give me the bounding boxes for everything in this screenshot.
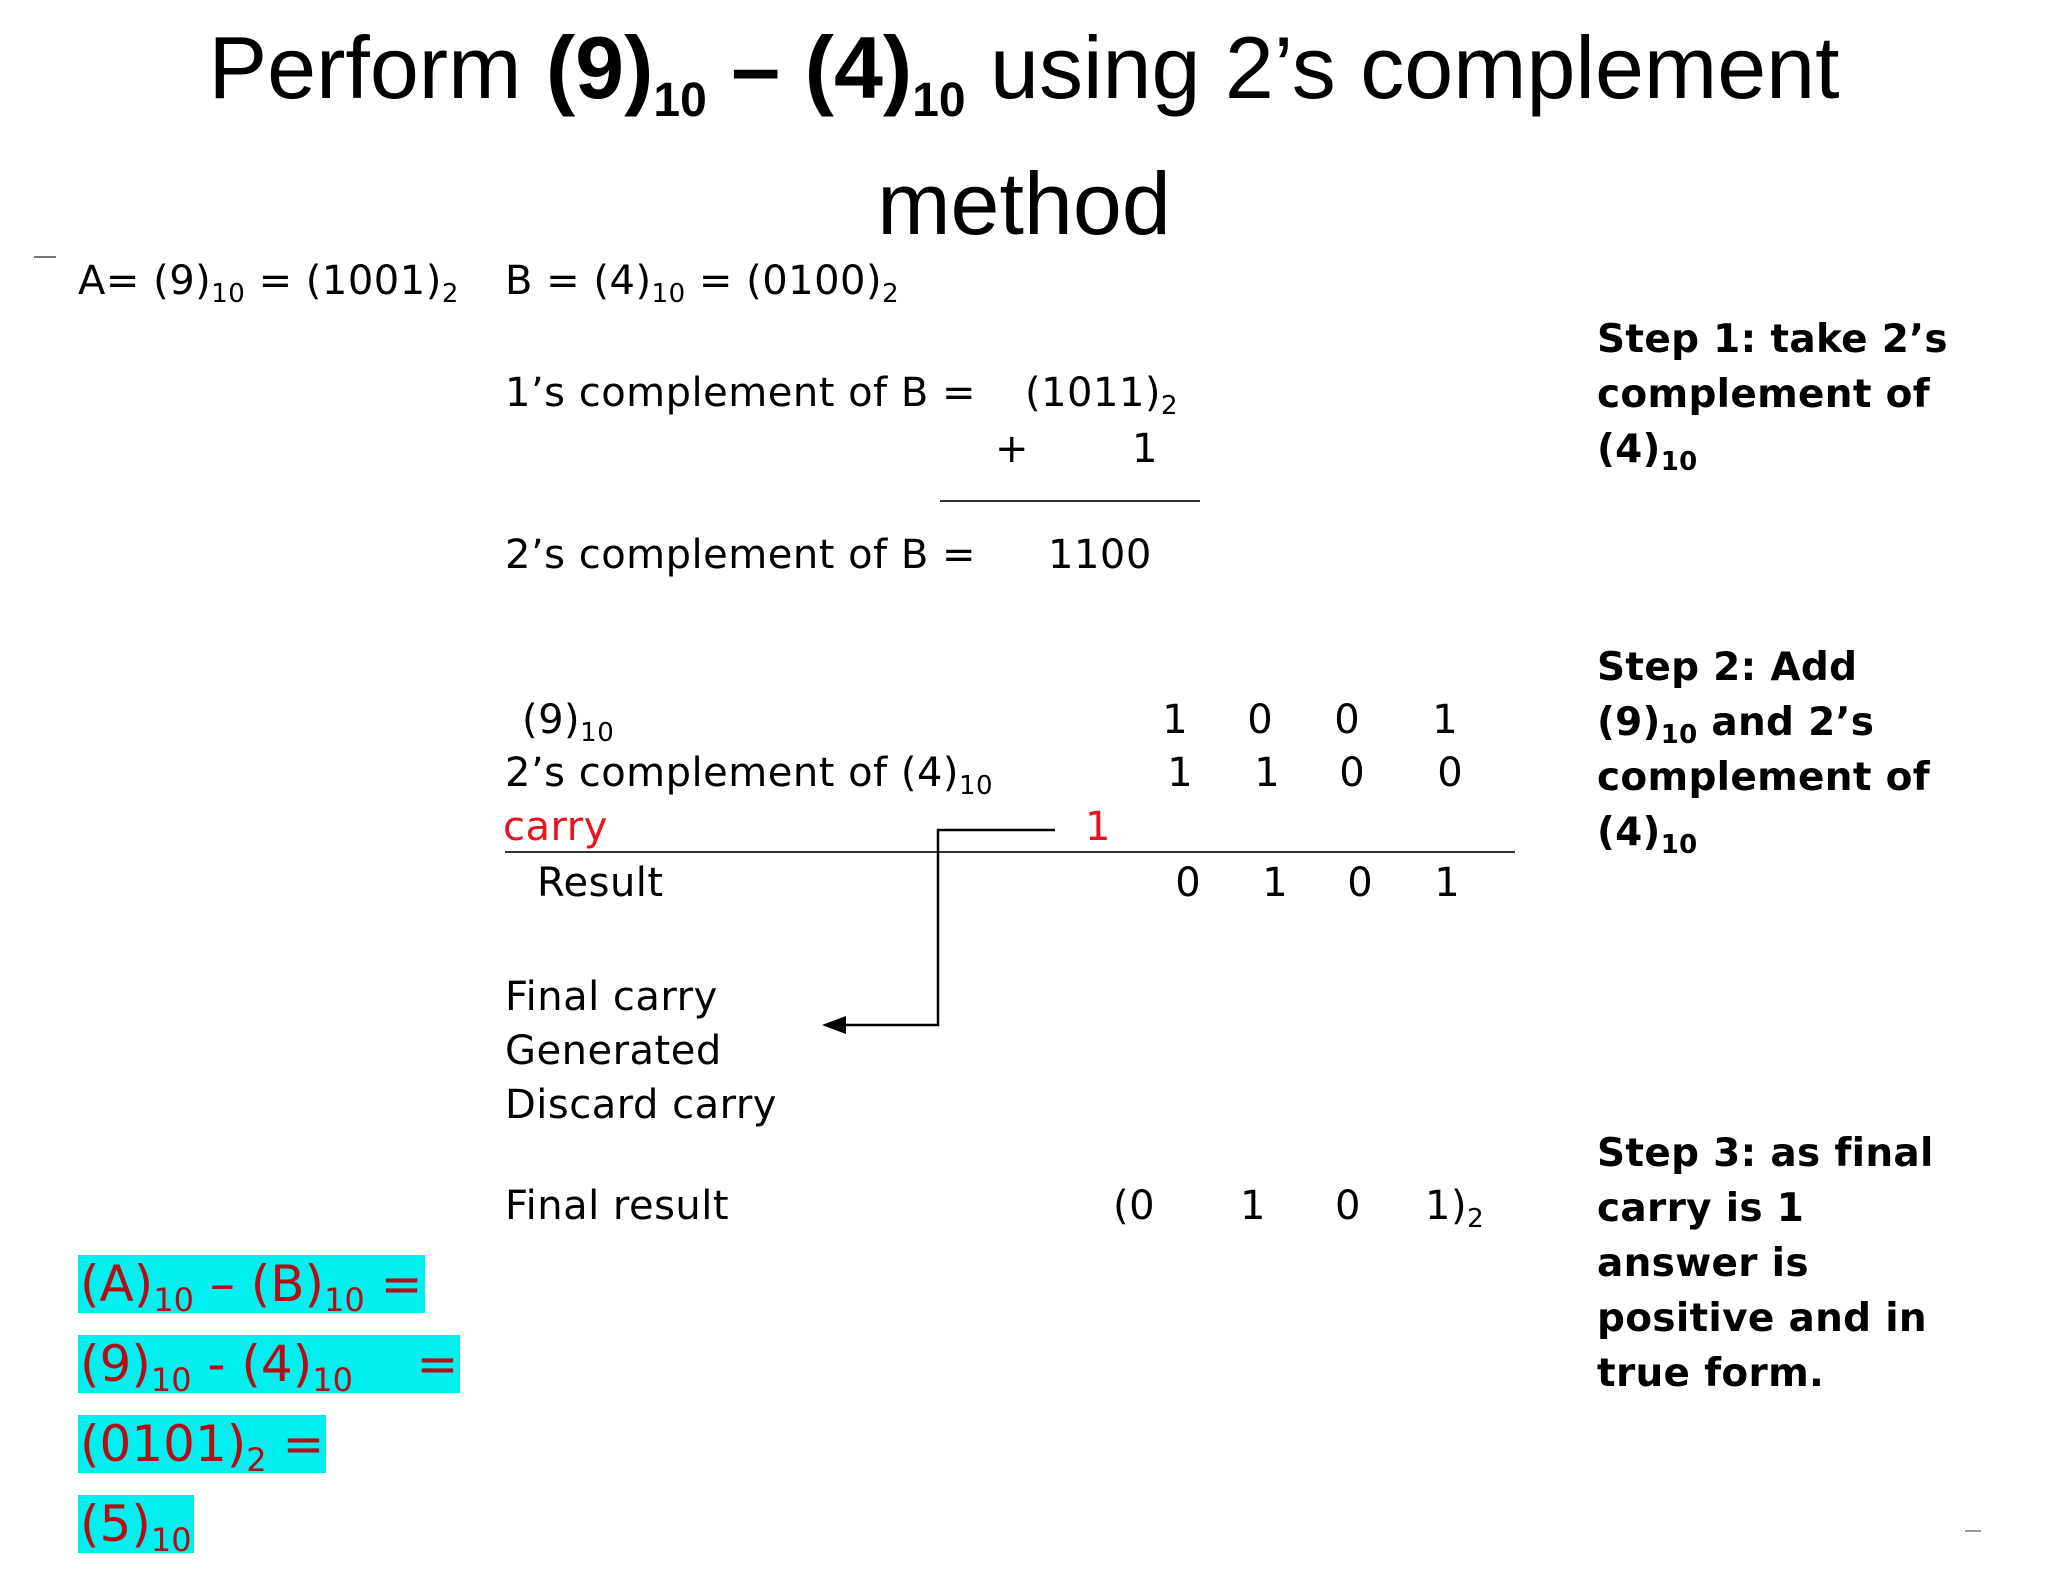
final-result-digit: 1 — [1240, 1183, 1266, 1229]
step2-note: Step 2: Add (9)10 and 2’s complement of … — [1597, 645, 1931, 860]
ones-complement-value: (1011)2 — [1025, 370, 1179, 421]
final-result-digit: 0 — [1335, 1183, 1361, 1229]
carry-value: 1 — [1085, 804, 1111, 850]
final-result-label: Final result — [505, 1183, 730, 1229]
row-nine-digit: 1 — [1162, 697, 1188, 743]
plus-one: 1 — [1132, 426, 1158, 472]
result-digit: 0 — [1347, 860, 1373, 906]
given-b: B = (4)10 = (0100)2 — [505, 258, 900, 309]
ones-complement-label: 1’s complement of B = — [505, 370, 977, 416]
answer-line-3: (0101)2 = — [78, 1415, 327, 1479]
twos-complement-value: 1100 — [1048, 532, 1152, 578]
row-twos-digit: 1 — [1167, 750, 1193, 796]
title-line-1: Perform (9)10 – (4)10 using 2’s compleme… — [208, 18, 1840, 127]
row-twos-digit: 0 — [1339, 750, 1365, 796]
sum-underline — [940, 500, 1200, 502]
twos-complement-label: 2’s complement of B = — [505, 532, 977, 578]
plus-sign: + — [995, 426, 1030, 472]
row-nine-digit: 0 — [1247, 697, 1273, 743]
row-twos-digit: 1 — [1254, 750, 1280, 796]
corner-mark — [1965, 1530, 1981, 1532]
page-title: Perform (9)10 – (4)10 using 2’s compleme… — [0, 0, 2048, 272]
row-twos-label: 2’s complement of (4)10 — [505, 750, 994, 801]
carry-label: carry — [503, 804, 608, 850]
answer-line-1: (A)10 – (B)10 = — [78, 1255, 425, 1319]
given-a: A= (9)10 = (1001)2 — [78, 258, 459, 309]
answer-line-4: (5)10 — [78, 1495, 194, 1559]
answer-line-2: (9)10 - (4)10 = — [78, 1335, 461, 1399]
final-result-open: (0 — [1113, 1183, 1156, 1229]
final-carry-note: Final carry Generated Discard carry — [505, 974, 777, 1128]
step1-note: Step 1: take 2’s complement of (4)10 — [1597, 317, 1948, 477]
row-twos-digit: 0 — [1437, 750, 1463, 796]
result-label: Result — [537, 860, 664, 906]
row-nine-digit: 1 — [1432, 697, 1458, 743]
result-digit: 1 — [1434, 860, 1460, 906]
carry-arrow — [822, 828, 1055, 1034]
row-nine-digit: 0 — [1334, 697, 1360, 743]
corner-mark — [34, 256, 56, 258]
result-underline — [505, 851, 1515, 853]
result-digit: 1 — [1262, 860, 1288, 906]
result-digit: 0 — [1175, 860, 1201, 906]
row-nine-label: (9)10 — [522, 697, 615, 748]
answer-block: (A)10 – (B)10 = (9)10 - (4)10 = (0101)2 … — [78, 1250, 461, 1570]
final-result-close: 1)2 — [1425, 1183, 1485, 1234]
step3-note: Step 3: as final carry is 1 answer is po… — [1597, 1131, 1934, 1396]
title-line-2: method — [877, 154, 1171, 253]
